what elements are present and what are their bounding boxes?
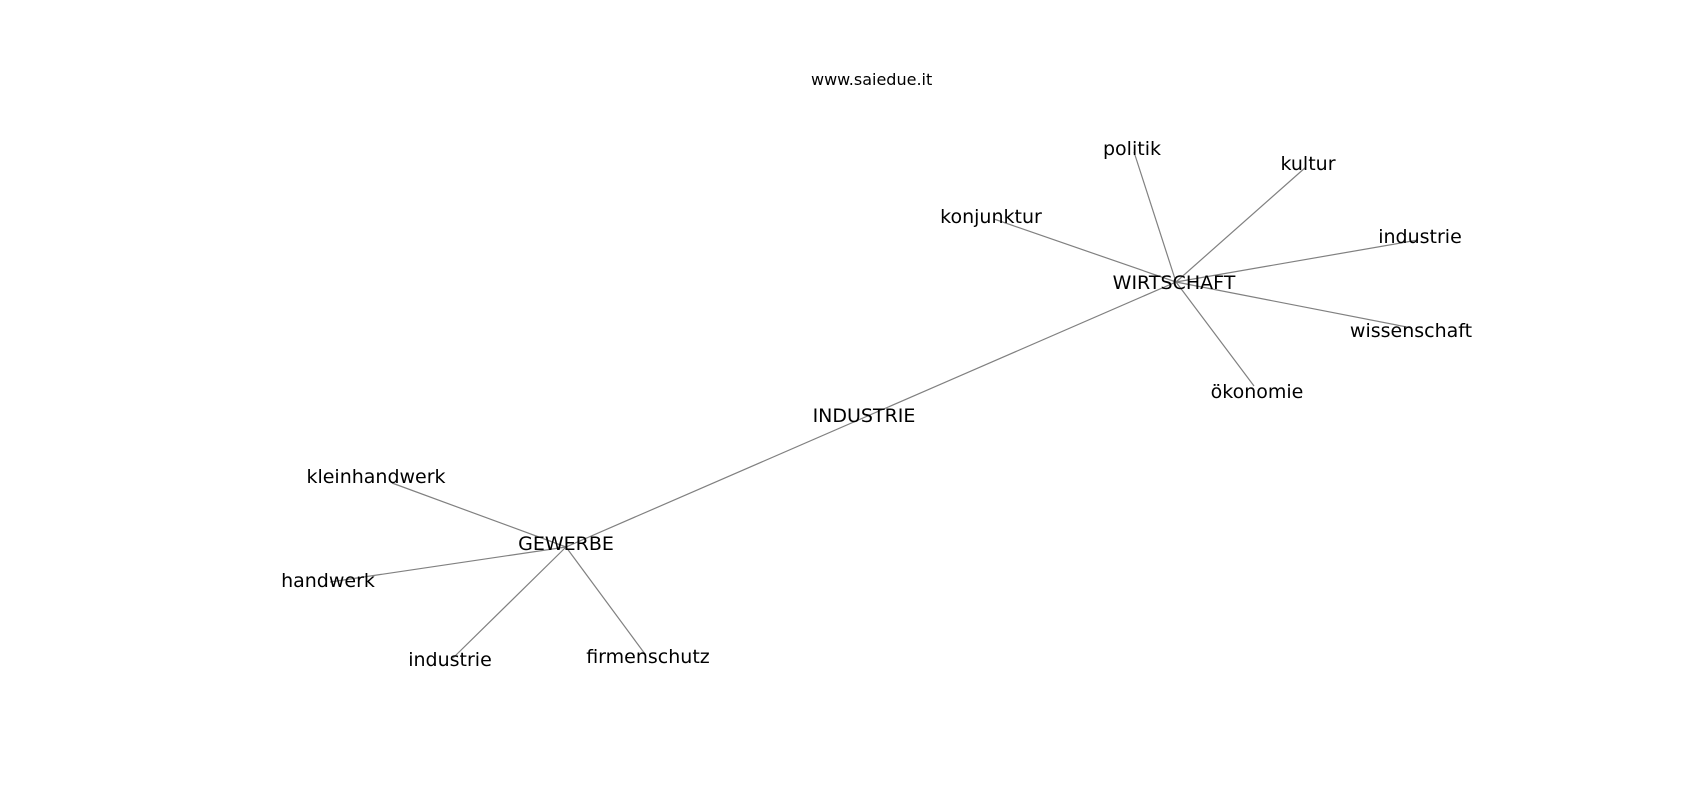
site-watermark: www.saiedue.it: [811, 70, 933, 89]
edge-wirtschaft-kultur: [1175, 166, 1307, 283]
edge-wirtschaft-politik: [1133, 151, 1177, 283]
node-label-gewerbe: GEWERBE: [518, 533, 614, 555]
edge-layer: [329, 151, 1419, 659]
node-label-kultur: kultur: [1280, 153, 1335, 175]
node-label-oekonomie: ökonomie: [1211, 381, 1304, 403]
node-label-politik: politik: [1103, 138, 1161, 160]
node-label-handwerk: handwerk: [281, 570, 375, 592]
node-label-firmenschutz: firmenschutz: [586, 646, 710, 668]
edge-wirtschaft-wissenschaft: [1175, 281, 1413, 329]
node-label-industrie-center: INDUSTRIE: [813, 405, 916, 427]
node-label-kleinhandwerk: kleinhandwerk: [306, 466, 445, 488]
node-label-industrie-w: industrie: [1378, 226, 1462, 248]
label-layer: INDUSTRIE WIRTSCHAFT GEWERBE politik kultur k…: [281, 138, 1472, 671]
edge-gewerbe-firmenschutz: [565, 546, 646, 655]
node-label-wirtschaft: WIRTSCHAFT: [1113, 272, 1236, 294]
node-label-konjunktur: konjunktur: [940, 206, 1042, 228]
node-label-industrie-g: industrie: [408, 649, 492, 671]
edge-wirtschaft-konjunktur: [993, 218, 1177, 283]
node-label-wissenschaft: wissenschaft: [1350, 320, 1472, 342]
edge-gewerbe-handwerk: [329, 546, 567, 583]
edge-gewerbe-industrie-g: [452, 546, 567, 659]
edge-gewerbe-wirtschaft: [565, 281, 1177, 548]
edge-wirtschaft-oekonomie: [1175, 281, 1255, 387]
edge-wirtschaft-industrie-w: [1175, 239, 1419, 283]
edge-gewerbe-kleinhandwerk: [391, 482, 567, 548]
